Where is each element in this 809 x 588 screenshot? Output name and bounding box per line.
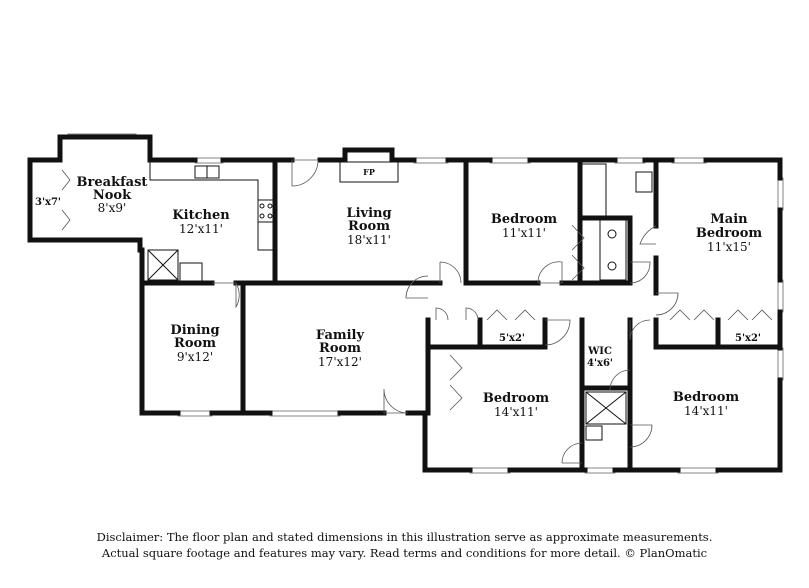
svg-text:Dining: Dining	[170, 323, 219, 338]
svg-text:12'x11': 12'x11'	[179, 222, 223, 236]
svg-text:14'x11': 14'x11'	[684, 404, 728, 418]
shower-icon	[585, 391, 627, 425]
svg-text:Living: Living	[346, 206, 391, 221]
svg-text:Bedroom: Bedroom	[483, 391, 550, 406]
svg-text:18'x11': 18'x11'	[347, 233, 391, 247]
main-closet-dims: 5'x2'	[735, 333, 761, 344]
doors	[61, 159, 773, 464]
svg-text:Room: Room	[174, 336, 216, 351]
family-room-label: Family Room 17'x12'	[316, 328, 365, 369]
disclaimer-line-2: Actual square footage and features may v…	[101, 546, 708, 560]
svg-text:11'x15': 11'x15'	[707, 240, 751, 254]
svg-text:11'x11': 11'x11'	[502, 226, 546, 240]
svg-text:14'x11': 14'x11'	[494, 405, 538, 419]
main-bedroom-label: Main Bedroom 11'x15'	[696, 212, 763, 254]
bedroom-top-label: Bedroom 11'x11'	[491, 212, 558, 240]
fridge-icon	[147, 249, 179, 281]
svg-text:Room: Room	[319, 341, 361, 356]
living-room-label: Living Room 18'x11'	[346, 206, 391, 247]
breakfast-nook-label: Breakfast Nook 8'x9'	[77, 175, 148, 215]
nook-closet-dims: 3'x7'	[35, 197, 61, 208]
dining-room-label: Dining Room 9'x12'	[170, 323, 219, 364]
disclaimer-line-1: Disclaimer: The floor plan and stated di…	[96, 530, 713, 544]
svg-text:17'x12': 17'x12'	[318, 355, 362, 369]
svg-text:4'x6': 4'x6'	[587, 358, 613, 369]
svg-text:Kitchen: Kitchen	[172, 208, 230, 223]
bedroom-right-label: Bedroom 14'x11'	[673, 390, 740, 418]
bathtub-icon	[581, 163, 607, 217]
svg-text:Family: Family	[316, 328, 365, 343]
kitchen-label: Kitchen 12'x11'	[172, 208, 230, 236]
fixtures	[147, 161, 653, 441]
fireplace-icon	[339, 161, 399, 183]
svg-text:Nook: Nook	[93, 188, 132, 203]
svg-text:8'x9': 8'x9'	[98, 201, 127, 215]
walls	[27, 134, 783, 473]
bedroom-mid-label: Bedroom 14'x11'	[483, 391, 550, 419]
svg-text:Room: Room	[348, 219, 390, 234]
svg-text:9'x12': 9'x12'	[177, 350, 213, 364]
stove-icon	[257, 199, 276, 223]
hall-closet-dims: 5'x2'	[499, 333, 525, 344]
svg-text:WIC: WIC	[587, 346, 612, 357]
floor-plan: Breakfast Nook 8'x9' 3'x7' Kitchen 12'x1…	[27, 133, 784, 474]
svg-text:Bedroom: Bedroom	[696, 226, 763, 241]
svg-text:Bedroom: Bedroom	[673, 390, 740, 405]
svg-text:Bedroom: Bedroom	[491, 212, 558, 227]
svg-text:Main: Main	[710, 212, 748, 227]
fireplace-label: FP	[363, 167, 375, 177]
svg-text:Breakfast: Breakfast	[77, 175, 148, 190]
wic-label: WIC 4'x6'	[587, 346, 613, 369]
